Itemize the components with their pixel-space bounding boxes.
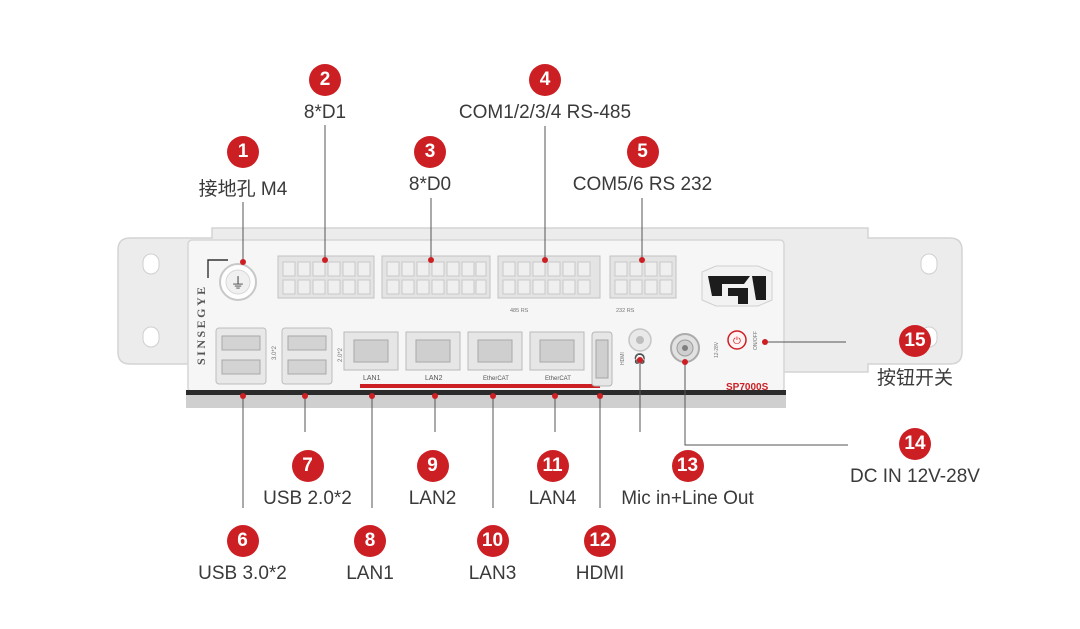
callout-number: 10 (476, 525, 509, 557)
callout-number: 6 (226, 525, 259, 557)
lan-port-label-1: LAN1 (363, 375, 381, 382)
callout-label: LAN2 (408, 488, 457, 509)
model-label: SP7000S (726, 382, 769, 393)
lan-port-label-4: EtherCAT (545, 376, 571, 382)
callout-label: COM1/2/3/4 RS-485 (458, 102, 632, 123)
callout-label: LAN1 (346, 563, 394, 584)
callout-label: LAN4 (528, 488, 577, 509)
callout-power-button: 15 按钮开关 (860, 325, 970, 390)
lan-port-label-3: EtherCAT (483, 376, 509, 382)
usb3-ports (215, 327, 267, 385)
callout-lan4: 11 LAN4 (500, 450, 605, 510)
callout-label: HDMI (575, 563, 625, 584)
callout-dc-in: 14 DC IN 12V-28V (830, 428, 1000, 488)
callout-label: LAN3 (468, 563, 517, 584)
callout-usb3: 6 USB 3.0*2 (180, 525, 305, 585)
callout-label: USB 2.0*2 (263, 488, 352, 509)
lan-port-3 (467, 331, 523, 371)
brand-text: SINSEGYE (194, 284, 208, 365)
power-icon: ⏻ (733, 336, 741, 347)
terminal-block-d1 (277, 255, 375, 299)
callout-lan2: 9 LAN2 (380, 450, 485, 510)
usb3-port-label: 3.0*2 (272, 345, 278, 360)
callout-lan1: 8 LAN1 (320, 525, 420, 585)
lan-port-4 (529, 331, 585, 371)
callout-number: 1 (227, 136, 259, 168)
terminal-block-d0 (381, 255, 491, 299)
callout-number: 7 (291, 450, 324, 482)
callout-label: COM5/6 RS 232 (572, 174, 713, 195)
com485-port-label: 485 RS (510, 308, 529, 314)
callout-lan3: 10 LAN3 (440, 525, 545, 585)
hdmi-port-label: HDMI (620, 352, 626, 365)
terminal-block-com485 (497, 255, 601, 299)
callout-number: 13 (671, 450, 704, 482)
lan-port-label-2: LAN2 (425, 375, 443, 382)
callout-label: 8*D1 (303, 102, 347, 123)
callout-com232: 5 COM5/6 RS 232 (545, 136, 740, 196)
ground-icon: ⏚ (230, 275, 245, 292)
callout-number: 8 (354, 525, 386, 557)
callout-number: 5 (626, 136, 659, 168)
callout-d0: 3 8*D0 (360, 136, 500, 196)
callout-number: 11 (536, 450, 569, 482)
callout-number: 9 (416, 450, 449, 482)
callout-number: 4 (529, 64, 561, 96)
callout-number: 14 (899, 428, 931, 460)
callout-d1: 2 8*D1 (250, 64, 400, 124)
callout-label: USB 3.0*2 (198, 563, 287, 584)
callout-label: 按钮开关 (876, 368, 953, 389)
callout-label: 8*D0 (408, 174, 452, 195)
mount-slot-right-top (920, 253, 938, 275)
callout-com485: 4 COM1/2/3/4 RS-485 (430, 64, 660, 124)
leader-lines (242, 125, 848, 508)
mount-slot-left-bottom (142, 326, 160, 348)
ground-screw: ⏚ (207, 259, 257, 301)
audio-jack: 🎧 (628, 328, 652, 365)
lan-ports: LAN1 LAN2 EtherCAT EtherCAT (343, 331, 585, 382)
dc-in-jack (670, 333, 700, 363)
lan-port-2 (405, 331, 461, 371)
usb2-port-label: 2.0*2 (338, 347, 344, 362)
callout-label: Mic in+Line Out (621, 488, 754, 509)
terminal-blocks: 485 RS 232 RS (277, 255, 677, 314)
callout-label: DC IN 12V-28V (850, 466, 980, 487)
power-button-label: ON/OFF (753, 331, 759, 350)
callout-number: 15 (899, 325, 931, 357)
callout-number: 12 (584, 525, 616, 557)
mount-slot-left-top (142, 253, 160, 275)
terminal-block-com232 (609, 255, 677, 299)
callout-usb2: 7 USB 2.0*2 (225, 450, 390, 510)
callout-number: 2 (309, 64, 341, 96)
usb2-ports (281, 327, 333, 385)
callout-ground-hole: 1 接地孔 M4 (148, 136, 338, 201)
brand-logo-icon (701, 265, 773, 307)
dc-in-label: 12-28V (714, 341, 720, 358)
callout-audio: 13 Mic in+Line Out (600, 450, 775, 510)
power-button: ⏻ (727, 330, 747, 350)
callout-hdmi: 12 HDMI (550, 525, 650, 585)
callout-number: 3 (414, 136, 446, 168)
com232-port-label: 232 RS (616, 308, 635, 314)
lan-port-1 (343, 331, 399, 371)
hdmi-port (591, 331, 613, 387)
callout-label: 接地孔 M4 (198, 179, 288, 200)
leader-dots (240, 257, 768, 399)
